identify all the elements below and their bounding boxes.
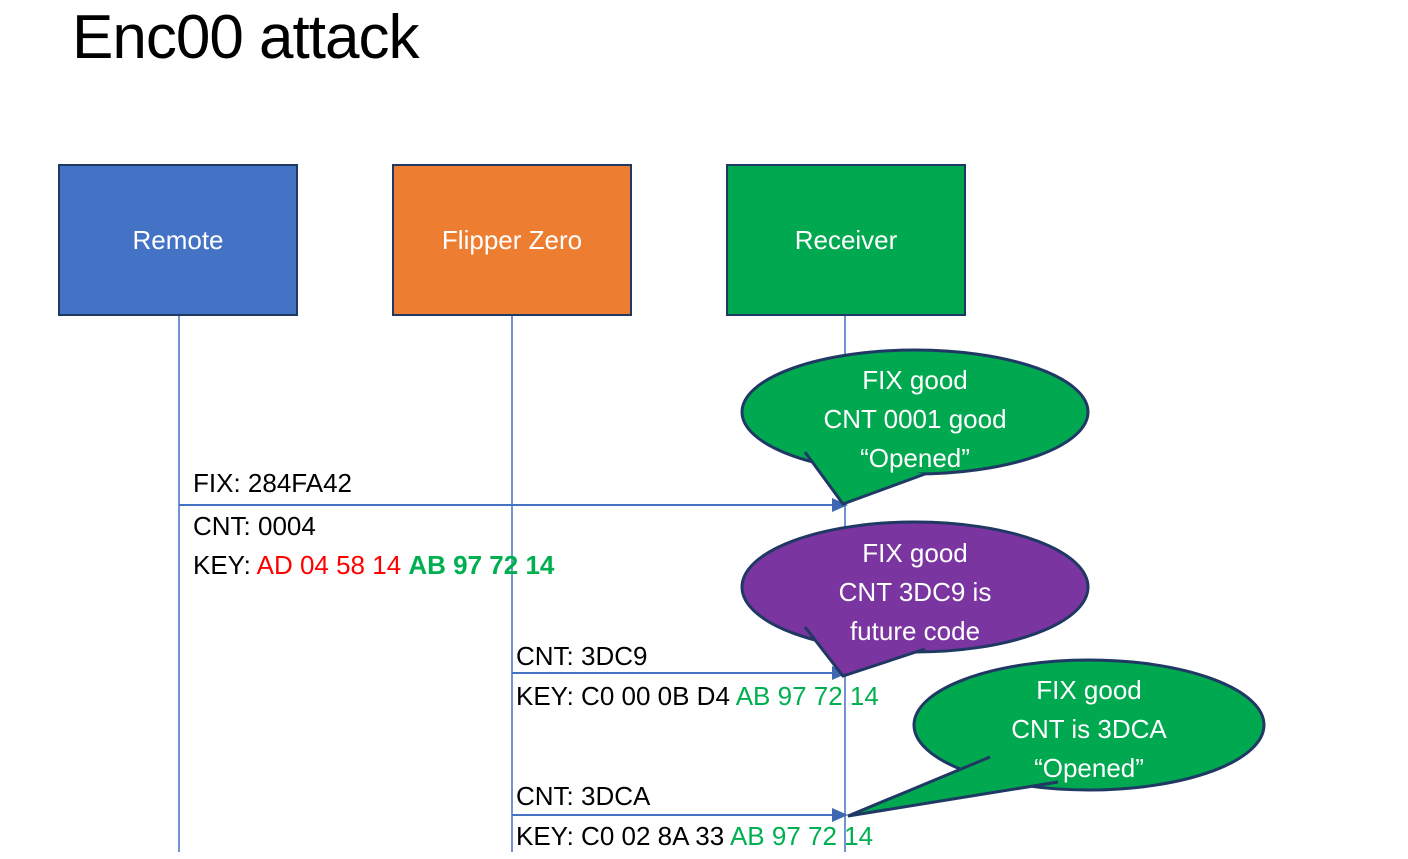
message1-key-red-bytes: AD 04 58 14 (256, 550, 409, 580)
page-title: Enc00 attack (72, 3, 419, 72)
message3-key-label: KEY: C0 02 8A 33 AB 97 72 14 (516, 821, 873, 851)
message1-key-label: KEY: AD 04 58 14 AB 97 72 14 (193, 550, 554, 580)
message2-cnt-label: CNT: 3DC9 (516, 641, 648, 671)
callout2-bubble (740, 520, 1090, 654)
message1-fix-label: FIX: 284FA42 (193, 468, 352, 498)
actor-label-receiver: Receiver (794, 224, 898, 255)
message2-key-label: KEY: C0 00 0B D4 AB 97 72 14 (516, 681, 879, 711)
message1-cnt-label: CNT: 0004 (193, 511, 316, 541)
callout3-tail (847, 755, 1059, 818)
message3-arrowhead-icon (832, 808, 848, 822)
actor-box-flipper-zero: Flipper Zero (392, 164, 632, 316)
actor-label-flipper-zero: Flipper Zero (441, 224, 583, 255)
callout1-tail (803, 451, 926, 506)
actor-label-remote: Remote (132, 224, 224, 255)
actor-box-remote: Remote (58, 164, 298, 316)
message1-key-prefix: KEY: (193, 550, 257, 580)
message3-key-prefix: KEY: C0 02 8A 33 (516, 821, 730, 851)
message1-key-green-bytes: AB 97 72 14 (408, 550, 555, 580)
message2-key-green-bytes: AB 97 72 14 (735, 681, 879, 711)
callout2-tail (803, 626, 926, 678)
message3-key-green-bytes: AB 97 72 14 (729, 821, 874, 851)
actor-box-receiver: Receiver (726, 164, 966, 316)
callout3-bubble (912, 658, 1266, 792)
message3-cnt-label: CNT: 3DCA (516, 781, 651, 811)
message2-key-prefix: KEY: C0 00 0B D4 (516, 681, 736, 711)
message1-arrowhead-icon (832, 498, 848, 512)
callout1-bubble (740, 348, 1090, 476)
